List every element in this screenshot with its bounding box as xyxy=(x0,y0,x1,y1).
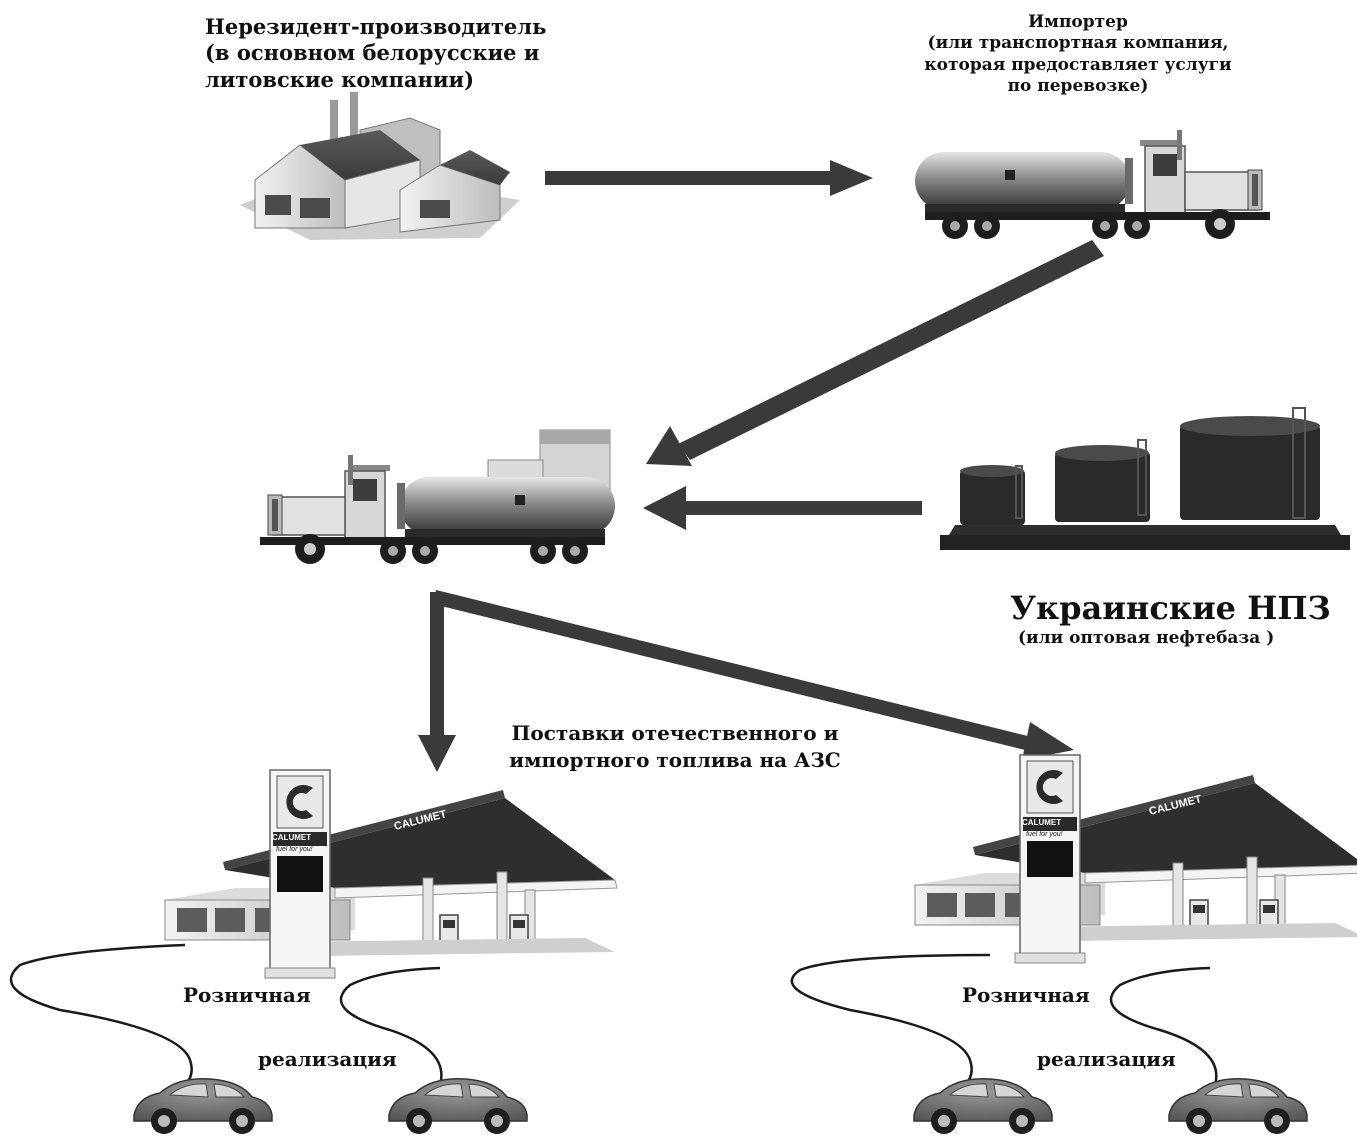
producer-line-3: литовские компании) xyxy=(205,66,475,92)
retail-left-line-2: реализация xyxy=(258,1047,397,1071)
importer-line-1: Импортер xyxy=(1028,12,1128,32)
retail-left-line-1: Розничная xyxy=(183,983,311,1007)
pylon-brand-left: CALUMET xyxy=(272,833,311,842)
arrow-importer-to-distributor xyxy=(646,240,1104,466)
refinery-title: Украинские НПЗ xyxy=(1010,589,1331,627)
supply-line-2: импортного топлива на АЗС xyxy=(509,748,841,772)
importer-label: Импортер (или транспортная компания, кот… xyxy=(898,12,1258,97)
distributor-truck-icon xyxy=(259,429,616,565)
gas-station-left-icon xyxy=(164,769,618,979)
pylon-tagline-right: fuel for you! xyxy=(1026,831,1063,838)
car-icon-2 xyxy=(388,1078,528,1135)
refinery-tanks-icon xyxy=(940,407,1350,550)
arrow-refinery-to-distributor xyxy=(643,486,922,530)
car-icon-3 xyxy=(913,1078,1053,1135)
car-icon-1 xyxy=(133,1078,273,1135)
retail-right-line-1: Розничная xyxy=(962,983,1090,1007)
importer-line-2: (или транспортная компания, xyxy=(927,33,1229,54)
producer-line-2: (в основном белорусские и xyxy=(205,40,540,66)
arrow-to-left-station xyxy=(418,592,456,772)
importer-line-3: которая предоставляет услуги xyxy=(924,54,1232,75)
road-lines-right xyxy=(790,953,1218,1086)
producer-label: Нерезидент-производитель (в основном бел… xyxy=(205,14,546,93)
producer-line-1: Нерезидент-производитель xyxy=(205,14,547,39)
importer-truck-icon xyxy=(914,129,1271,240)
importer-line-4: по перевозке) xyxy=(1007,75,1149,96)
supply-label: Поставки отечественного и импортного топ… xyxy=(505,720,845,774)
arrow-factory-to-importer xyxy=(545,160,873,196)
road-lines-left xyxy=(9,943,443,1086)
pylon-tagline-left: fuel for you! xyxy=(276,846,313,853)
refinery-subtitle: (или оптовая нефтебаза ) xyxy=(1018,628,1275,648)
retail-right-line-2: реализация xyxy=(1037,1047,1176,1071)
factory-icon xyxy=(240,92,520,240)
supply-line-1: Поставки отечественного и xyxy=(511,721,839,745)
car-icon-4 xyxy=(1168,1078,1308,1135)
gas-station-right-icon xyxy=(914,754,1357,964)
arrow-to-right-station xyxy=(433,590,1074,760)
pylon-brand-right: CALUMET xyxy=(1022,818,1061,827)
